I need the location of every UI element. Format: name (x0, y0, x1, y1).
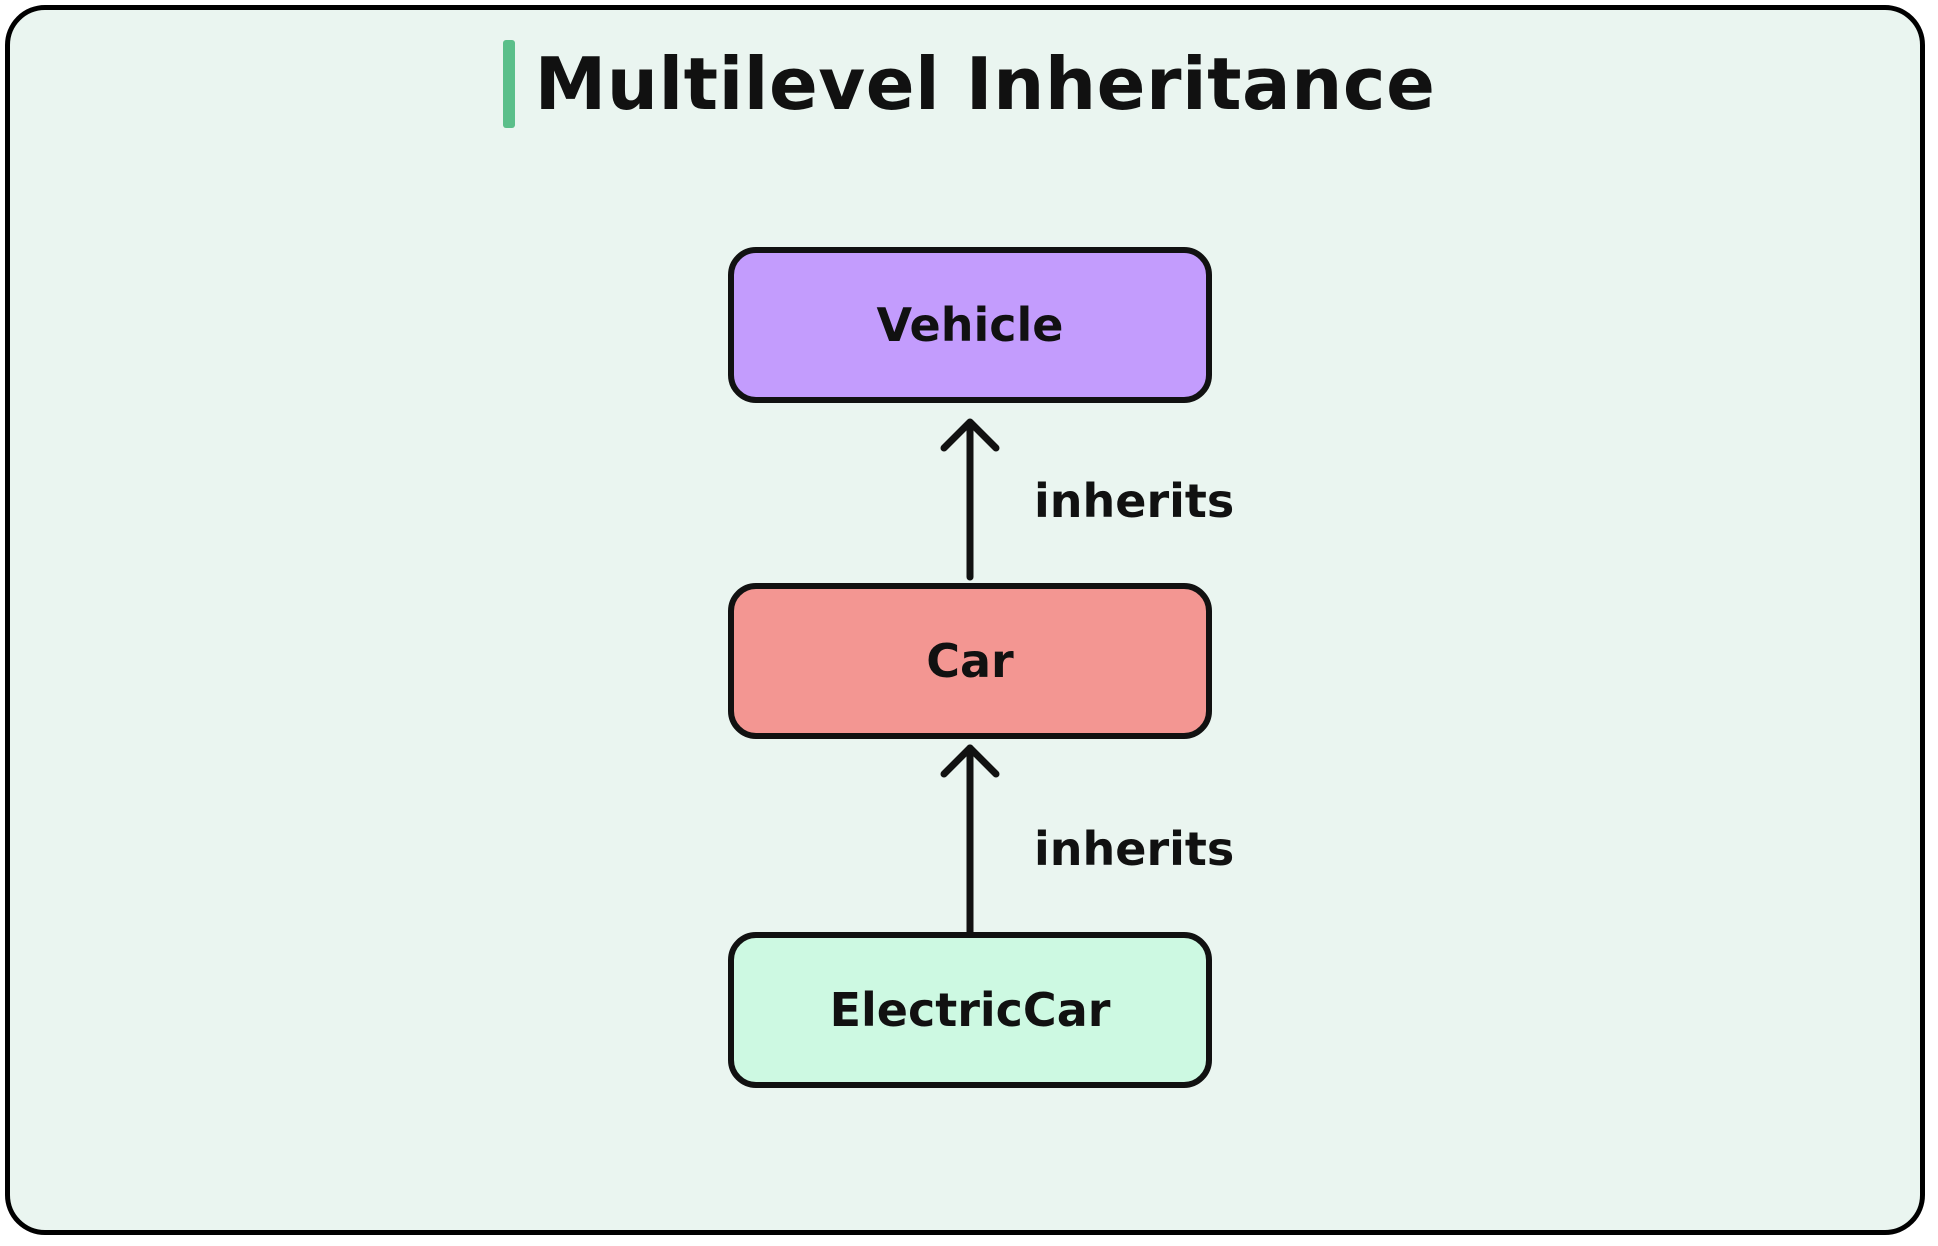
title-group: Multilevel Inheritance (502, 40, 1436, 128)
class-node-vehicle: Vehicle (728, 247, 1212, 403)
arrow-car-to-vehicle (940, 418, 1000, 581)
page-title: Multilevel Inheritance (534, 42, 1436, 126)
arrow-electriccar-to-car (940, 744, 1000, 936)
title-container: Multilevel Inheritance (0, 40, 1938, 132)
edge-label-car-vehicle: inherits (1034, 474, 1235, 528)
class-node-car: Car (728, 583, 1212, 739)
arrow-head (940, 418, 1000, 452)
class-node-electriccar: ElectricCar (728, 932, 1212, 1088)
title-accent-bar (502, 40, 515, 128)
edge-label-electriccar-car: inherits (1034, 822, 1235, 876)
arrow-head (940, 744, 1000, 778)
